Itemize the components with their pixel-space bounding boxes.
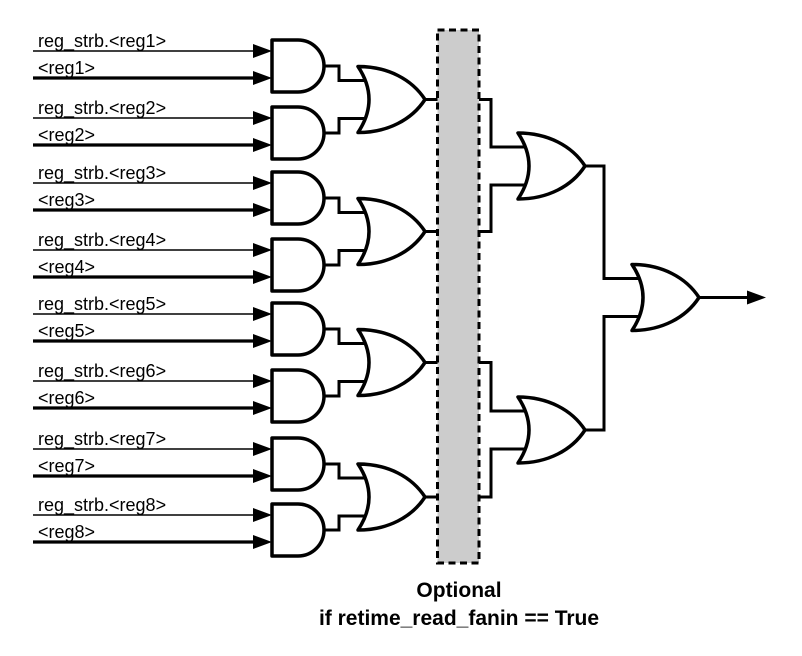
input-row-reg1: reg_strb.<reg1> <reg1>: [33, 31, 272, 85]
input-label-strb-reg7: reg_strb.<reg7>: [38, 429, 166, 450]
input-arrowhead-icon: [253, 176, 272, 190]
wire-and3-to-or-b: [324, 196, 374, 214]
and-gate-3: [270, 170, 326, 226]
input-label-strb-reg2: reg_strb.<reg2>: [38, 98, 166, 119]
input-label-data-reg3: <reg3>: [38, 190, 95, 210]
or-gate-level2-e: [516, 131, 587, 201]
or-gate-final: [630, 262, 701, 333]
or-gate-level1-c: [356, 327, 427, 398]
input-label-data-reg6: <reg6>: [38, 388, 95, 408]
input-arrowhead-icon: [253, 307, 272, 321]
wire-and2-to-or-a: [324, 117, 374, 135]
caption-line2: if retime_read_fanin == True: [319, 607, 599, 630]
wire-and4-to-or-b: [324, 249, 374, 267]
input-arrowhead-icon: [253, 44, 272, 58]
input-label-strb-reg8: reg_strb.<reg8>: [38, 495, 166, 516]
and-gate-6: [270, 368, 326, 424]
input-label-data-reg4: <reg4>: [38, 257, 95, 277]
input-arrowhead-icon: [253, 469, 272, 483]
or-gate-level1-d: [356, 462, 427, 532]
input-label-strb-reg5: reg_strb.<reg5>: [38, 294, 166, 315]
wire-and6-to-or-c: [324, 380, 374, 398]
wire-and5-to-or-c: [324, 327, 374, 345]
wire-or-e-to-final-or: [585, 164, 650, 280]
input-arrowhead-icon: [253, 508, 272, 522]
input-row-reg7: reg_strb.<reg7> <reg7>: [33, 429, 272, 483]
or-gate-level1-a: [356, 64, 427, 135]
input-arrowhead-icon: [253, 334, 272, 348]
input-arrowhead-icon: [253, 138, 272, 152]
input-label-data-reg8: <reg8>: [38, 522, 95, 542]
input-arrowhead-icon: [253, 203, 272, 217]
or-gate-level1-b: [356, 196, 427, 267]
optional-region-box: [436, 28, 481, 565]
and-gate-2: [270, 105, 326, 161]
input-label-strb-reg1: reg_strb.<reg1>: [38, 31, 166, 52]
input-label-strb-reg6: reg_strb.<reg6>: [38, 361, 166, 382]
and-gate-4: [270, 237, 326, 293]
input-arrowhead-icon: [253, 270, 272, 284]
input-row-reg8: reg_strb.<reg8> <reg8>: [33, 495, 272, 549]
input-label-data-reg7: <reg7>: [38, 456, 95, 476]
input-row-reg6: reg_strb.<reg6> <reg6>: [33, 361, 272, 415]
input-arrowhead-icon: [253, 71, 272, 85]
input-row-reg4: reg_strb.<reg4> <reg4>: [33, 230, 272, 284]
input-row-reg2: reg_strb.<reg2> <reg2>: [33, 98, 272, 152]
input-row-reg5: reg_strb.<reg5> <reg5>: [33, 294, 272, 348]
wire-and8-to-or-d: [324, 514, 374, 532]
input-label-data-reg5: <reg5>: [38, 321, 95, 341]
input-arrowhead-icon: [253, 374, 272, 388]
wire-or-f-to-final-or: [585, 315, 650, 432]
wire-and7-to-or-d: [324, 462, 374, 480]
or-gate-level2-f: [516, 395, 587, 465]
and-gate-8: [270, 502, 326, 558]
input-arrowhead-icon: [253, 243, 272, 257]
input-label-strb-reg4: reg_strb.<reg4>: [38, 230, 166, 251]
input-arrowhead-icon: [253, 442, 272, 456]
wire-and1-to-or-a: [324, 64, 374, 82]
input-arrowhead-icon: [253, 535, 272, 549]
input-row-reg3: reg_strb.<reg3> <reg3>: [33, 163, 272, 217]
and-gate-7: [270, 436, 326, 492]
input-label-data-reg2: <reg2>: [38, 125, 95, 145]
and-gate-5: [270, 301, 326, 357]
input-label-strb-reg3: reg_strb.<reg3>: [38, 163, 166, 184]
input-arrowhead-icon: [253, 401, 272, 415]
and-gate-1: [270, 38, 326, 94]
output-arrowhead-icon: [747, 290, 766, 305]
caption-line1: Optional: [416, 579, 501, 602]
input-arrowhead-icon: [253, 111, 272, 125]
input-label-data-reg1: <reg1>: [38, 58, 95, 78]
